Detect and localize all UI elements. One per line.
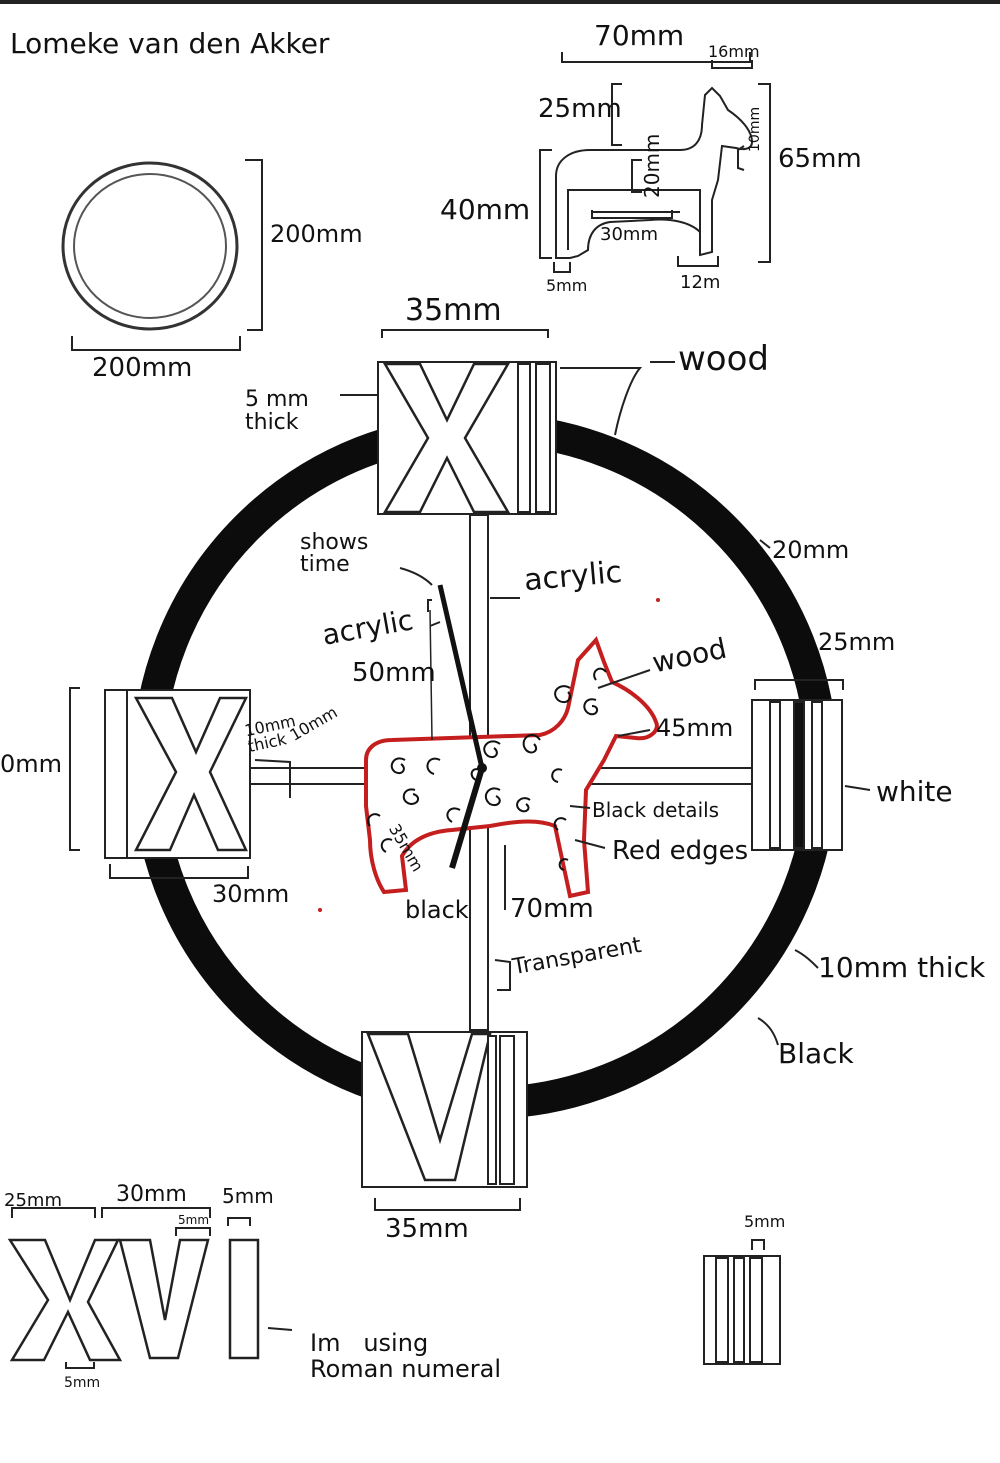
numeral-thickness-label: 5 mm thick <box>245 387 309 436</box>
scan-edge <box>0 0 1000 4</box>
hand-pivot <box>477 763 487 773</box>
numeral-9-width-label: 30mm <box>212 880 290 908</box>
horse-height-label: 65mm <box>778 144 862 174</box>
black-label: Black <box>778 1037 854 1070</box>
numeral-ix <box>69 687 291 879</box>
ring-sketch <box>61 159 263 351</box>
horse-details-label: Black details <box>592 798 720 822</box>
horse-back-foot-label: 12m <box>680 272 721 293</box>
author-name: Lomeke van den Akker <box>10 27 330 60</box>
short-hand-color-label: black <box>405 896 469 924</box>
i-width-label: 5mm <box>222 1184 274 1208</box>
horse-neck-label: 10mm <box>747 106 763 152</box>
x-stroke-label: 5mm <box>64 1375 101 1391</box>
horse-sketch <box>539 52 771 273</box>
roman-note-label: Im using Roman numeral <box>310 1329 502 1384</box>
numeral-xvi-detail <box>7 1207 293 1369</box>
numeral-3-width-label: 25mm <box>818 628 896 656</box>
horse-leg-label: 40mm <box>440 193 531 226</box>
horse-belly-label: 30mm <box>600 224 658 245</box>
bars-detail <box>703 1239 781 1365</box>
ring-width-20-label: 20mm <box>772 536 850 564</box>
ring-thick-label: 10mm thick <box>818 951 986 984</box>
horse-edges-label: Red edges <box>612 836 749 866</box>
numeral-9-height-label: 0mm <box>0 750 63 778</box>
bar-width-label: 5mm <box>744 1212 786 1231</box>
numeral-6-width-label: 35mm <box>385 1214 469 1244</box>
horse-front-foot-label: 5mm <box>546 276 588 295</box>
horse-body-label: 20mm <box>640 133 664 198</box>
horse-width-label: 70mm <box>594 19 685 52</box>
numeral-xii <box>340 329 675 515</box>
clock-hands <box>427 584 487 869</box>
spoke-length-label: 70mm <box>510 894 594 924</box>
horse-ear-label: 16mm <box>708 42 760 61</box>
numeral-12-width-label: 35mm <box>405 293 502 328</box>
wood-label: wood <box>678 339 769 379</box>
horse-height-label-clock: 45mm <box>656 714 734 742</box>
ring-height-label: 200mm <box>270 220 363 248</box>
leader-lines <box>399 539 819 1046</box>
numeral-iii <box>751 679 871 851</box>
hand-length-label: 50mm <box>352 658 436 688</box>
v-stroke-label: 5mm <box>178 1213 210 1227</box>
x-width-label: 25mm <box>4 1190 62 1211</box>
minute-hand <box>449 767 485 869</box>
shows-time-label: shows time <box>300 530 369 577</box>
stray-marks <box>318 598 660 912</box>
hour-hand <box>437 584 485 769</box>
white-label: white <box>876 775 953 808</box>
ring-width-label: 200mm <box>92 353 193 383</box>
horse-head-label: 25mm <box>538 94 622 124</box>
spoke-material-label: acrylic <box>522 554 624 599</box>
numeral-vi <box>361 1031 528 1211</box>
dala-horse <box>364 636 659 899</box>
v-width-label: 30mm <box>116 1182 187 1207</box>
